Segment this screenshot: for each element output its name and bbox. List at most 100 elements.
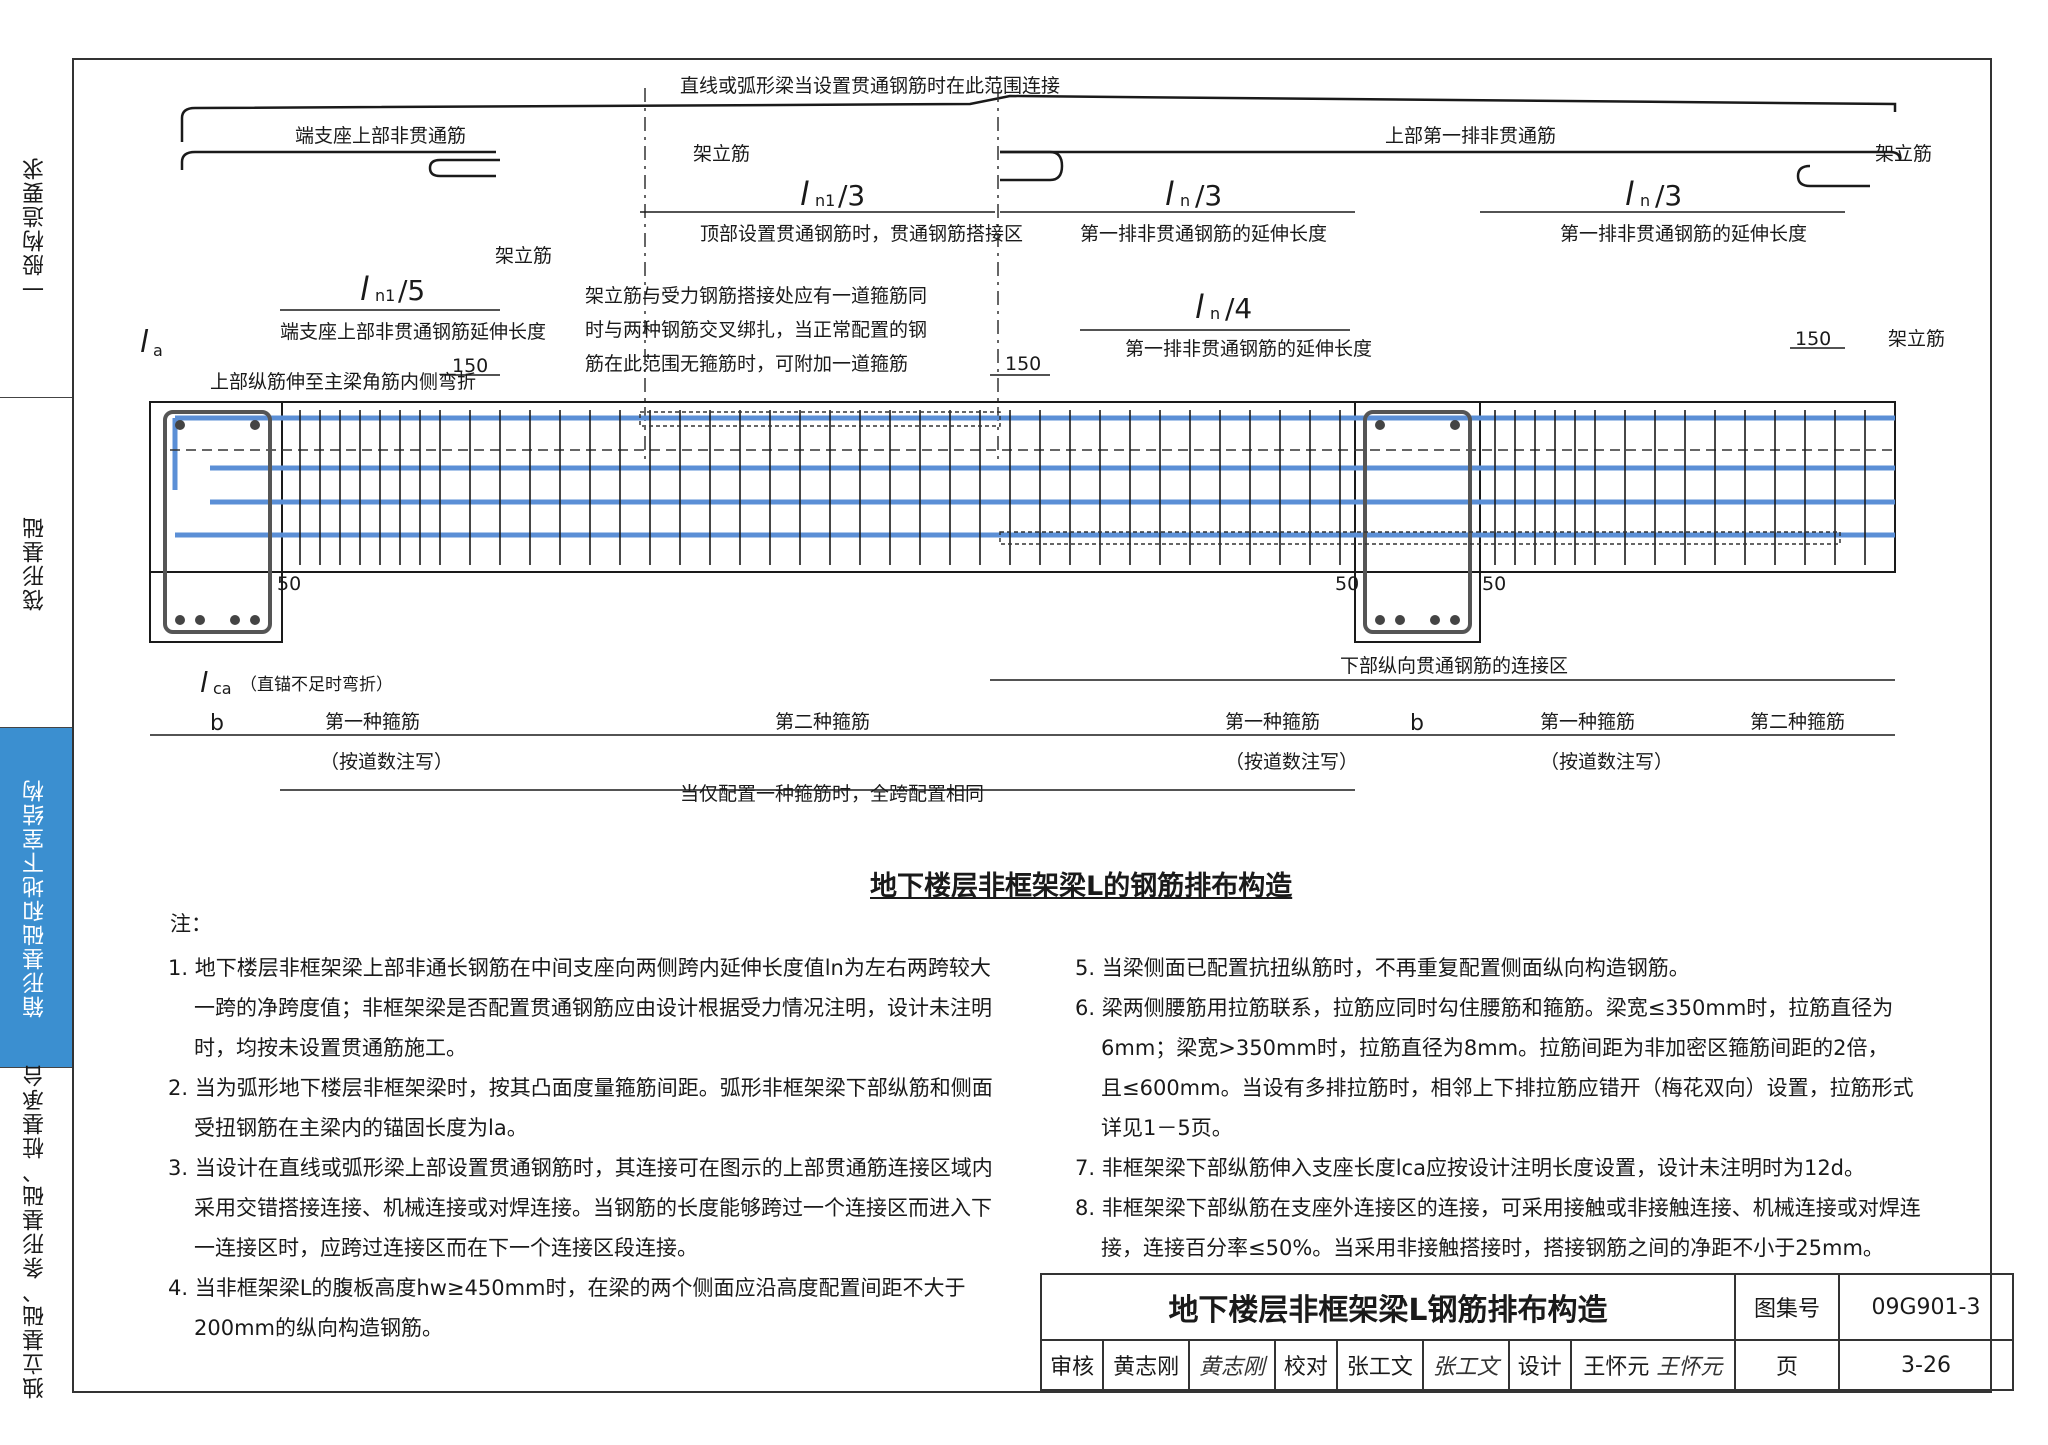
- label-lca: l: [200, 666, 208, 699]
- page-label: 页: [1734, 1339, 1840, 1391]
- note-line: 一跨的净跨度值；非框架梁是否配置贯通钢筋应由设计根据受力情况注明，设计未注明: [194, 996, 992, 1020]
- checker-signature: 张工文: [1421, 1339, 1510, 1391]
- checker-name: 张工文: [1336, 1339, 1424, 1391]
- note-line: 采用交错搭接连接、机械连接或对焊连接。当钢筋的长度能够跨过一个连接区而进入下: [194, 1196, 992, 1220]
- label-ln1-5: l: [360, 270, 369, 308]
- reviewer-signature: 黄志刚: [1188, 1339, 1276, 1391]
- top-continuous-bar: [180, 94, 1897, 142]
- label-first-row-ext-3: 第一排非贯通钢筋的延伸长度: [1125, 338, 1372, 360]
- label-ln1-3: l: [800, 175, 809, 213]
- label-ln1-5-sub: n1: [375, 286, 395, 305]
- sidebar-tab-raft[interactable]: 筏形基础: [0, 398, 72, 728]
- label-end-ext-length: 端支座上部非贯通钢筋延伸长度: [280, 321, 546, 343]
- label-ln-3a-tail: /3: [1195, 179, 1222, 212]
- label-b-2: b: [1410, 711, 1424, 736]
- label-la-sub: a: [153, 341, 163, 360]
- drawing-caption: 地下楼层非框架梁L的钢筋排布构造: [870, 871, 1293, 902]
- sidebar-tab-general[interactable]: 一般构造要求: [0, 58, 72, 398]
- label-top-bar-bend: 上部纵筋伸至主梁角筋内侧弯折: [210, 371, 476, 393]
- label-dim-150-a: 150: [452, 355, 488, 377]
- label-note-lap-2: 时与两种钢筋交叉绑扎，当正常配置的钢: [585, 319, 927, 341]
- note-line: 受扭钢筋在主梁内的锚固长度为la。: [194, 1116, 528, 1140]
- label-stirrup-1a: 第一种箍筋: [325, 711, 420, 733]
- label-bottom-lap-zone: 下部纵向贯通钢筋的连接区: [1340, 655, 1568, 677]
- atlas-number: 09G901-3: [1838, 1273, 2014, 1341]
- label-lap-zone: 顶部设置贯通钢筋时，贯通钢筋搭接区: [700, 223, 1023, 245]
- label-erection-bar-3: 架立筋: [1888, 328, 1945, 350]
- label-stirrup-note-a: （按道数注写）: [320, 751, 453, 773]
- label-b-1: b: [210, 711, 224, 736]
- label-erection-bar-2: 架立筋: [495, 245, 552, 267]
- note-line: 且≤600mm。当设有多排拉筋时，相邻上下排拉筋应错开（梅花双向）设置，拉筋形式: [1101, 1076, 1914, 1100]
- sidebar-tab-box-basement[interactable]: 箱形基础和地下室结构: [0, 728, 72, 1068]
- sidebar-tab-label: 独立基础、条形基础、桩基承台: [23, 1062, 48, 1399]
- label-dim-50-b: 50: [1335, 573, 1359, 595]
- label-ln-4-tail: /4: [1225, 292, 1252, 325]
- title-block-title: 地下楼层非框架梁L钢筋排布构造: [1040, 1273, 1736, 1341]
- note-line: 7. 非框架梁下部纵筋伸入支座长度lca应按设计注明长度设置，设计未注明时为12…: [1075, 1156, 1866, 1180]
- label-lca-note: （直锚不足时弯折）: [240, 675, 393, 695]
- label-ln-3a-sub: n: [1180, 191, 1190, 210]
- note-line: 5. 当梁侧面已配置抗扭纵筋时，不再重复配置侧面纵向构造钢筋。: [1075, 956, 1690, 980]
- label-dim-150-c: 150: [1795, 328, 1831, 350]
- label-lca-sub: ca: [213, 679, 232, 698]
- sidebar-tab-independent-foundation[interactable]: 独立基础、条形基础、桩基承台: [0, 1063, 72, 1399]
- label-la: l: [140, 325, 149, 360]
- note-line: 200mm的纵向构造钢筋。: [194, 1316, 443, 1340]
- label-first-row-ext-1: 第一排非贯通钢筋的延伸长度: [1080, 223, 1327, 245]
- note-line: 时，均按未设置贯通筋施工。: [194, 1036, 467, 1060]
- label-stirrup-1c: 第一种箍筋: [1540, 711, 1635, 733]
- label-ln-4-sub: n: [1210, 304, 1220, 323]
- label-dim-150-b: 150: [1005, 353, 1041, 375]
- label-erection-bar-right: 架立筋: [1875, 143, 1932, 165]
- atlas-label: 图集号: [1734, 1273, 1840, 1341]
- label-note-lap-3: 筋在此范围无箍筋时，可附加一道箍筋: [585, 353, 908, 375]
- label-ln-3b-sub: n: [1640, 191, 1650, 210]
- label-ln-3a: l: [1165, 175, 1174, 213]
- label-note-lap-1: 架立筋与受力钢筋搭接处应有一道箍筋同: [585, 285, 927, 307]
- label-erection-bar-1: 架立筋: [693, 143, 750, 165]
- label-stirrup-note-b: （按道数注写）: [1225, 751, 1358, 773]
- note-line: 2. 当为弧形地下楼层非框架梁时，按其凸面度量箍筋间距。弧形非框架梁下部纵筋和侧…: [168, 1076, 993, 1100]
- label-first-row-ext-2: 第一排非贯通钢筋的延伸长度: [1560, 223, 1807, 245]
- label-ln-3b: l: [1625, 175, 1634, 213]
- notes-left: 1. 地下楼层非框架梁上部非通长钢筋在中间支座向两侧跨内延伸长度值ln为左右两跨…: [168, 948, 993, 1348]
- label-single-stirrup: 当仅配置一种箍筋时，全跨配置相同: [680, 783, 984, 805]
- note-line: 接，连接百分率≤50%。当采用非接触搭接时，搭接钢筋之间的净距不小于25mm。: [1101, 1236, 1884, 1260]
- note-line: 3. 当设计在直线或弧形梁上部设置贯通钢筋时，其连接可在图示的上部贯通筋连接区域…: [168, 1156, 993, 1180]
- label-ln-4: l: [1195, 288, 1204, 326]
- label-stirrup-note-c: （按道数注写）: [1540, 751, 1673, 773]
- label-dim-50-a: 50: [277, 573, 301, 595]
- label-ln-3b-tail: /3: [1655, 179, 1682, 212]
- label-end-top-noncont: 端支座上部非贯通筋: [295, 125, 466, 147]
- notes-right: 5. 当梁侧面已配置抗扭纵筋时，不再重复配置侧面纵向构造钢筋。 6. 梁两侧腰筋…: [1075, 948, 1921, 1268]
- title-block: 地下楼层非框架梁L钢筋排布构造 图集号 09G901-3 审核 黄志刚 黄志刚 …: [1039, 1273, 2014, 1391]
- reviewer-name: 黄志刚: [1102, 1339, 1190, 1391]
- label-stirrup-2b: 第二种箍筋: [1750, 711, 1845, 733]
- designer-signature: 王怀元: [1656, 1355, 1723, 1380]
- designer-name: 王怀元: [1583, 1355, 1650, 1380]
- note-line: 1. 地下楼层非框架梁上部非通长钢筋在中间支座向两侧跨内延伸长度值ln为左右两跨…: [168, 956, 991, 980]
- drawing-frame: [72, 58, 1992, 1393]
- label-stirrup-2a: 第二种箍筋: [775, 711, 870, 733]
- label-ln1-3-sub: n1: [815, 191, 835, 210]
- end-top-bar: [180, 150, 496, 170]
- note-line: 6. 梁两侧腰筋用拉筋联系，拉筋应同时勾住腰筋和箍筋。梁宽≤350mm时，拉筋直…: [1075, 996, 1894, 1020]
- beam-drawing: 直线或弧形梁当设置贯通钢筋时在此范围连接 端支座上部非贯通筋 架立筋 上部第一排…: [140, 75, 1945, 805]
- notes-heading: 注：: [170, 912, 212, 936]
- label-ln1-3-tail: /3: [838, 179, 865, 212]
- label-ln1-5-tail: /5: [398, 274, 425, 307]
- review-label: 审核: [1039, 1339, 1105, 1391]
- designer-name-sig: 王怀元 王怀元: [1569, 1339, 1737, 1391]
- note-line: 6mm；梁宽>350mm时，拉筋直径为8mm。拉筋间距为非加密区箍筋间距的2倍，: [1101, 1036, 1889, 1060]
- label-continuous-zone: 直线或弧形梁当设置贯通钢筋时在此范围连接: [680, 75, 1060, 97]
- note-line: 一连接区时，应跨过连接区而在下一个连接区段连接。: [194, 1236, 698, 1260]
- label-stirrup-1b: 第一种箍筋: [1225, 711, 1320, 733]
- label-top-first-row: 上部第一排非贯通筋: [1385, 125, 1556, 147]
- note-line: 4. 当非框架梁L的腹板高度hw≥450mm时，在梁的两个侧面应沿高度配置间距不…: [168, 1276, 966, 1300]
- page-number: 3-26: [1838, 1339, 2014, 1391]
- design-label: 设计: [1507, 1339, 1572, 1391]
- note-line: 8. 非框架梁下部纵筋在支座外连接区的连接，可采用接触或非接触连接、机械连接或对…: [1075, 1196, 1921, 1220]
- check-label: 校对: [1273, 1339, 1339, 1391]
- label-dim-50-c: 50: [1482, 573, 1506, 595]
